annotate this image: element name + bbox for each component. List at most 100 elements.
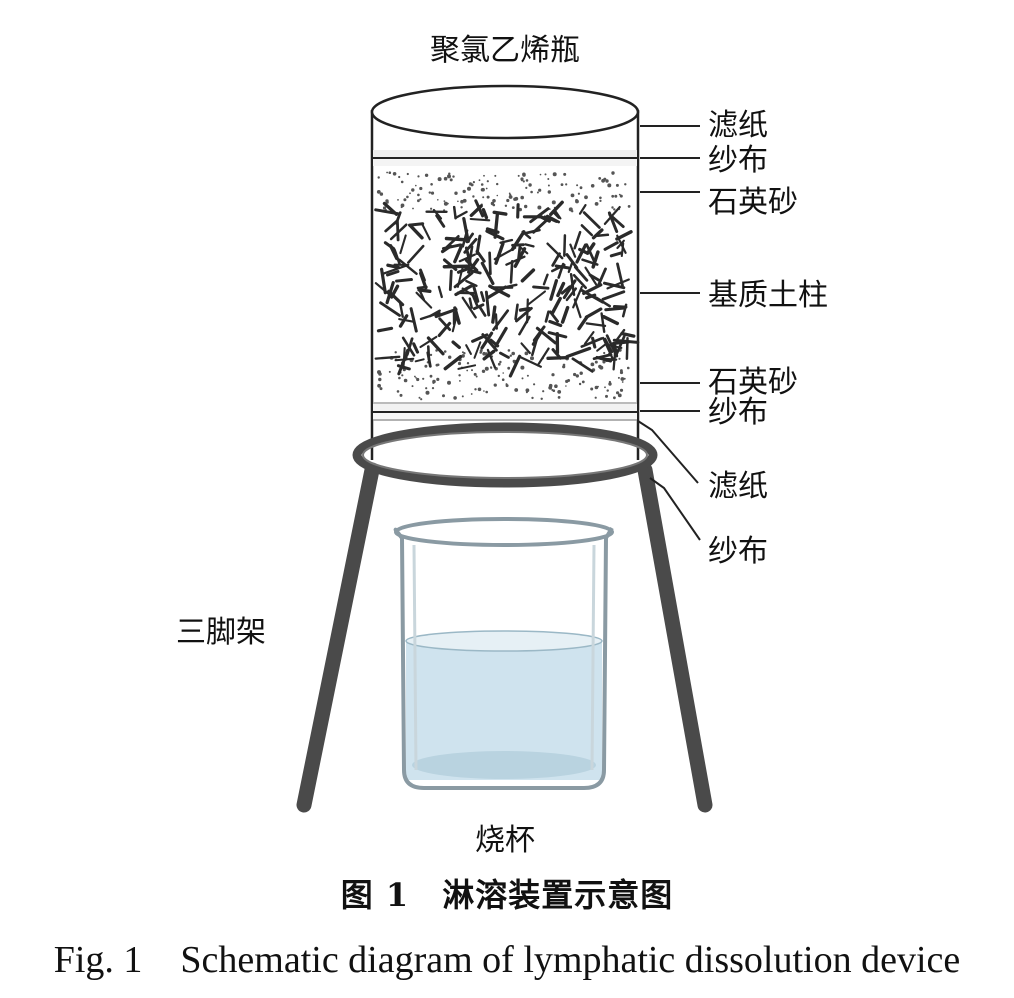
soil-fiber [606, 278, 630, 290]
sand-particle [424, 173, 429, 177]
sand-particle [581, 380, 585, 384]
soil-fiber [542, 273, 549, 286]
sand-particle [594, 202, 599, 206]
soil-fiber [440, 244, 453, 254]
sand-particle [398, 376, 401, 380]
soil-fiber [569, 272, 576, 296]
sand-particle [584, 195, 588, 200]
sand-particle [618, 193, 621, 196]
bottle-top-opening [370, 84, 640, 140]
soil-fiber [432, 208, 443, 220]
soil-fiber [601, 314, 620, 326]
sand-particle [477, 387, 482, 392]
sand-particle [620, 377, 625, 381]
soil-fiber [396, 364, 411, 371]
sand-particle [522, 172, 526, 177]
sand-particle [411, 385, 414, 388]
sand-particle [472, 181, 475, 184]
sand-particle [505, 384, 509, 388]
sand-particle [461, 395, 464, 398]
soil-fiber [521, 230, 532, 240]
sand-particle [497, 374, 500, 378]
tripod [296, 462, 713, 813]
sand-particle [608, 382, 612, 386]
soil-fiber [458, 253, 476, 263]
sand-particle [624, 183, 627, 186]
sand-particle [394, 351, 397, 354]
sand-particle [605, 394, 608, 398]
sand-particle [533, 383, 536, 386]
soil-fiber [499, 238, 514, 244]
soil-fiber [399, 234, 407, 255]
sand-particle [419, 186, 423, 191]
soil-fiber [453, 243, 464, 264]
leaching-device-diagram: 聚氯乙烯瓶 滤纸 纱布 石英砂 基质土柱 石英砂 纱布 滤纸 纱布 三脚架 烧杯 [176, 33, 828, 858]
soil-fiber [491, 305, 497, 324]
sand-particle [467, 186, 471, 191]
sand-particle [436, 377, 440, 381]
soil-fiber [374, 355, 401, 360]
sand-particle [474, 388, 477, 391]
soil-fiber [401, 336, 416, 357]
label-filter-paper-top: 滤纸 [708, 108, 768, 143]
soil-fiber [419, 290, 425, 301]
sand-particle [480, 183, 484, 186]
soil-fiber [577, 315, 589, 331]
sand-particle [536, 191, 539, 194]
quartz-sand-particles [376, 171, 631, 401]
sand-particle [525, 186, 528, 189]
soil-fiber [572, 273, 588, 290]
sand-particle [496, 182, 499, 186]
soil-fiber [595, 355, 613, 363]
sand-particle [462, 198, 467, 203]
sand-particle [429, 374, 433, 378]
soil-fiber [607, 211, 619, 233]
beaker-water-bottom [412, 751, 596, 779]
sand-particle [604, 386, 606, 389]
soil-fiber [408, 222, 425, 227]
soil-fiber [532, 325, 546, 342]
soil-fiber [546, 355, 569, 360]
sand-particle [429, 353, 433, 357]
sand-particle [579, 371, 583, 375]
label-quartz-sand-bottom: 石英砂 [708, 365, 798, 400]
soil-fiber [525, 228, 541, 235]
sand-particle [406, 172, 409, 176]
soil-fiber [604, 306, 627, 312]
sand-particle [475, 375, 478, 378]
sand-particle [400, 206, 403, 209]
soil-fiber [544, 310, 550, 323]
sand-particle [479, 349, 483, 353]
sand-particle [530, 190, 533, 194]
sand-particle [509, 354, 512, 357]
soil-fiber [382, 264, 408, 275]
sand-particle [540, 397, 543, 400]
soil-fiber [616, 262, 624, 288]
soil-fiber [603, 241, 619, 251]
soil-fiber [510, 230, 526, 252]
soil-fiber [509, 259, 514, 284]
sand-particle [590, 387, 594, 391]
soil-fiber [465, 344, 472, 355]
soil-fiber [419, 268, 426, 282]
soil-fiber [434, 307, 458, 319]
tripod-leg-right [637, 462, 713, 813]
sand-particle [416, 377, 420, 382]
soil-fiber [395, 219, 400, 242]
soil-fiber [536, 347, 550, 367]
sand-particle [486, 195, 490, 199]
sand-particle [542, 390, 545, 393]
soil-fiber [588, 273, 600, 282]
sand-particle [377, 383, 381, 388]
soil-fiber [492, 309, 510, 332]
soil-fiber [525, 298, 529, 324]
sand-particle [403, 198, 407, 202]
soil-fiber [556, 281, 566, 298]
soil-fiber [546, 242, 564, 260]
sand-particle [598, 364, 602, 369]
soil-fiber [414, 358, 425, 363]
soil-fiber [403, 348, 410, 361]
soil-fiber [465, 258, 479, 272]
soil-fiber [560, 305, 570, 324]
sand-particle [417, 193, 420, 197]
